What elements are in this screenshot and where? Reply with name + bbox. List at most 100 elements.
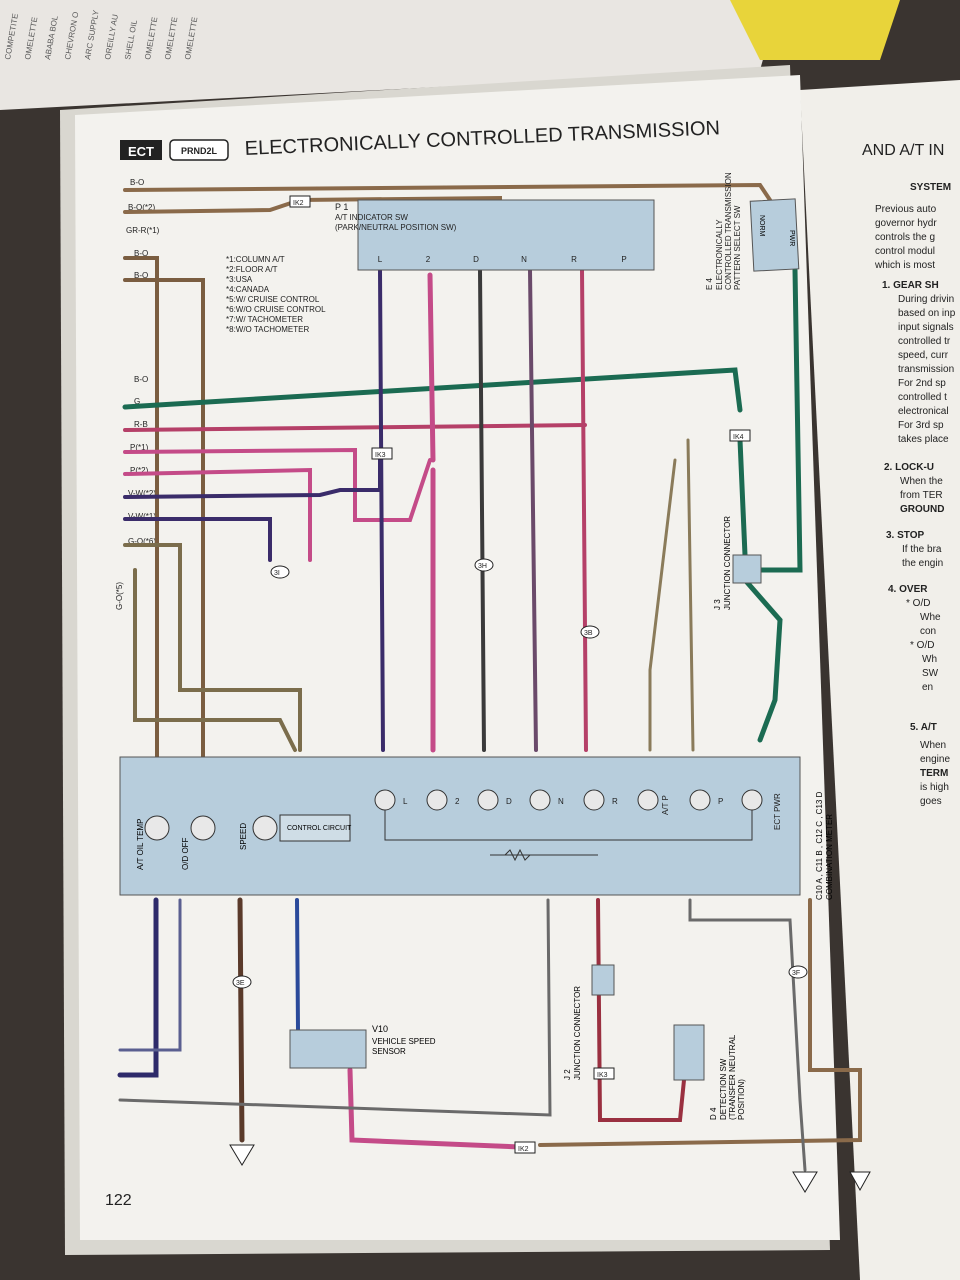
wire-green — [122, 367, 743, 413]
body-line: which is most — [874, 260, 935, 271]
connector-label: IK3 — [597, 1072, 608, 1079]
pin-label: D — [473, 255, 479, 264]
e4-line: ELECTRONICALLY — [715, 219, 724, 290]
control-circuit-box — [279, 814, 351, 842]
wire-pink — [347, 1067, 523, 1150]
j3-ref: J 3 — [713, 599, 722, 610]
e4-switch-box — [749, 198, 800, 272]
connector-box — [270, 565, 290, 579]
wire-pink — [427, 272, 436, 463]
pin-label: L — [378, 255, 383, 264]
j3-name: JUNCTION CONNECTOR — [723, 516, 732, 610]
wire-green — [742, 577, 783, 743]
d4-ref: D 4 — [709, 1107, 718, 1120]
wire-label: G-O(*6) — [128, 537, 156, 546]
wire-w-b — [118, 898, 552, 1117]
lamp-label: L — [403, 797, 408, 806]
connector-box — [729, 429, 751, 442]
wire-label: V-W(*1) — [128, 512, 156, 521]
wires — [117, 182, 862, 1172]
wire-pink — [123, 447, 432, 522]
body-line: the engin — [902, 558, 943, 569]
p1-name: A/T INDICATOR SW — [335, 213, 408, 222]
note: *3:USA — [226, 275, 253, 284]
meter-gauges: A/T OIL TEMP O/D OFF SPEED — [136, 815, 278, 870]
connector-label: 3B — [584, 630, 593, 637]
body-line: GROUND — [900, 504, 944, 515]
body-line: * O/D — [910, 640, 934, 651]
connector-box — [232, 975, 252, 989]
connector-label: 3H — [478, 563, 487, 570]
main-page — [75, 75, 840, 1240]
body-line: controlled tr — [898, 336, 951, 347]
wire-v-w — [123, 517, 272, 562]
wire-b-o — [123, 278, 205, 762]
note: *7:W/ TACHOMETER — [226, 315, 303, 324]
gauge-label: O/D OFF — [181, 837, 190, 870]
section-heading: 2. LOCK-U — [884, 462, 934, 473]
v10-sub: SENSOR — [372, 1047, 406, 1056]
body-line: * O/D — [906, 598, 930, 609]
p1-ref: P 1 — [335, 202, 348, 212]
body-line: When the — [900, 476, 943, 487]
connector-box — [371, 447, 393, 460]
wire-w-b — [688, 898, 807, 1172]
connector-label: 3I — [274, 570, 280, 577]
ground-icon — [229, 1144, 255, 1166]
ground-icon — [849, 1171, 871, 1192]
ground-icon — [792, 1171, 818, 1193]
note: *1:COLUMN A/T — [226, 255, 285, 264]
lamp-icon — [741, 789, 763, 811]
body-line: SW — [922, 668, 939, 679]
wire-label: G-O(*5) — [115, 582, 124, 610]
e4-pwr: PWR — [788, 230, 795, 246]
connector-box — [580, 625, 600, 639]
e4-norm: NORM — [758, 215, 765, 237]
wire-v-y — [686, 438, 695, 752]
body-line: control modul — [875, 246, 935, 257]
gauge-icon — [190, 815, 216, 841]
lamp-icon — [426, 789, 448, 811]
wire-r-b — [123, 423, 587, 432]
connector-label: IK4 — [733, 434, 744, 441]
connector-box — [289, 195, 311, 208]
wire-v — [118, 898, 182, 1052]
lamp-label: P — [718, 797, 723, 806]
ect-badge-text: ECT — [128, 144, 154, 159]
body-line: electronical — [898, 406, 949, 417]
wire-b-o — [123, 182, 772, 202]
connector-box — [514, 1141, 536, 1154]
wire-br — [237, 897, 245, 1143]
e4-labels: E 4 ELECTRONICALLY CONTROLLED TRANSMISSI… — [705, 172, 742, 290]
connector-box — [788, 965, 808, 979]
pin-label: 2 — [426, 255, 431, 264]
body-line: from TER — [900, 490, 943, 501]
wire-v-y — [648, 458, 677, 752]
lamp-label: D — [506, 797, 512, 806]
body-line: During drivin — [898, 294, 954, 305]
section-heading: 3. STOP — [886, 530, 924, 541]
v10-ref: V10 — [372, 1024, 388, 1034]
pin-label: R — [571, 255, 577, 264]
connector-label: IK2 — [293, 200, 304, 207]
wire-label: G — [134, 397, 140, 406]
section-heading: 5. A/T — [910, 722, 937, 733]
body-line: For 3rd sp — [898, 420, 944, 431]
body-line: Wh — [922, 654, 937, 665]
meter-name: COMBINATION METER — [825, 814, 834, 900]
wire-label: V-W(*2) — [128, 489, 156, 498]
ground-symbols — [229, 1144, 871, 1193]
wire-b-o — [538, 898, 862, 1147]
gauge-icon — [144, 815, 170, 841]
body-line: engine — [920, 754, 950, 765]
note: *4:CANADA — [226, 285, 270, 294]
body-line: goes — [920, 796, 942, 807]
wire-pink — [123, 467, 312, 562]
connector-label: 3F — [792, 970, 800, 977]
section-heading: 4. OVER — [888, 584, 928, 595]
e4-line: CONTROLLED TRANSMISSION — [724, 172, 733, 290]
e4-line: PATTERN SELECT SW — [733, 205, 742, 290]
ect-badge — [120, 140, 162, 160]
page-number: 122 — [105, 1192, 132, 1209]
body-line: governor hydr — [875, 218, 937, 229]
